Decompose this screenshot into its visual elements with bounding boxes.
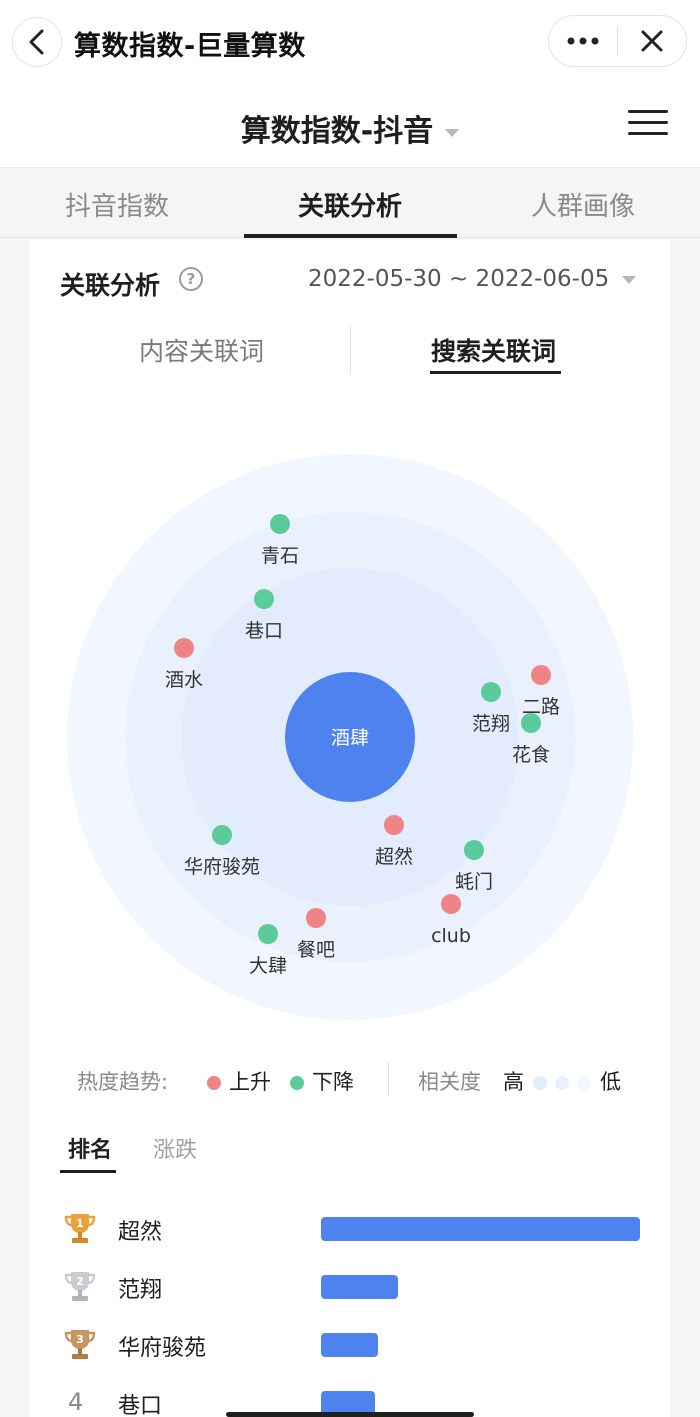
bubble-node-label: 蚝门: [455, 871, 493, 893]
bubble-node-label: 巷口: [245, 620, 283, 642]
tab-content-related-words[interactable]: 内容关联词: [139, 337, 265, 366]
bubble-node-label: 大肆: [249, 955, 287, 977]
rank-row[interactable]: 2 范翔: [30, 1266, 670, 1306]
rank-row[interactable]: 3 华府骏苑: [30, 1324, 670, 1364]
bubble-node-dot[interactable]: [306, 908, 326, 928]
legend: 热度趋势: 上升 下降 相关度 高 低: [30, 1058, 670, 1098]
bubble-node-dot[interactable]: [212, 825, 232, 845]
rank-name: 超然: [118, 1220, 163, 1245]
rank-row[interactable]: 4 巷口: [30, 1382, 670, 1417]
fall-dot-icon: [290, 1076, 304, 1090]
chevron-left-icon: [29, 29, 44, 55]
center-keyword-circle[interactable]: [285, 672, 415, 802]
legend-divider: [388, 1062, 389, 1096]
correlation-card: 关联分析 ? 2022-05-30 ~ 2022-06-05 内容关联词 搜索关…: [30, 240, 670, 1417]
rank-bar: [321, 1275, 398, 1299]
rank-bar: [321, 1217, 640, 1241]
tab-correlation-analysis[interactable]: 关联分析: [297, 192, 402, 222]
bubble-node-dot[interactable]: [174, 638, 194, 658]
capsule-divider: [617, 26, 618, 56]
legend-rise: 上升: [229, 1070, 271, 1094]
rank-name: 巷口: [118, 1394, 163, 1417]
close-button[interactable]: [618, 16, 686, 66]
bubble-node-label: 二路: [522, 696, 560, 718]
caret-down-icon: [445, 128, 460, 137]
silver-trophy-icon: 2: [64, 1272, 96, 1301]
close-icon: [641, 30, 663, 52]
legend-low: 低: [600, 1070, 621, 1094]
legend-fall: 下降: [312, 1070, 354, 1094]
active-subtab-indicator: [430, 371, 561, 374]
bubble-node-dot[interactable]: [441, 894, 461, 914]
relevance-high-dot-icon: [533, 1076, 547, 1090]
rank-number: 3: [76, 1333, 84, 1346]
bubble-node-dot[interactable]: [481, 682, 501, 702]
bubble-node-label: 华府骏苑: [184, 856, 260, 878]
rank-number: 1: [76, 1217, 84, 1230]
bubble-node-dot[interactable]: [521, 713, 541, 733]
rank-name: 范翔: [118, 1278, 163, 1303]
back-button[interactable]: [12, 17, 62, 67]
active-rank-tab-indicator: [60, 1170, 116, 1173]
rank-bar: [321, 1333, 378, 1357]
bubble-node-label: 范翔: [472, 713, 510, 735]
bubble-node-label: 超然: [375, 846, 413, 868]
bubble-node-label: 青石: [261, 545, 299, 567]
tab-douyin-index[interactable]: 抖音指数: [64, 192, 169, 222]
caret-down-icon[interactable]: [622, 276, 636, 284]
bubble-node-label: 酒水: [165, 669, 203, 691]
help-icon[interactable]: ?: [179, 267, 203, 291]
rank-name: 华府骏苑: [118, 1336, 207, 1361]
gold-trophy-icon: 1: [64, 1214, 96, 1243]
window-title: 算数指数-巨量算数: [74, 31, 306, 62]
bubble-node-dot[interactable]: [258, 924, 278, 944]
home-indicator: [226, 1412, 474, 1417]
bubble-node-dot[interactable]: [464, 840, 484, 860]
mini-program-title-bar: 算数指数-巨量算数: [0, 0, 700, 86]
bronze-trophy-icon: 3: [64, 1330, 96, 1359]
date-range-picker[interactable]: 2022-05-30 ~ 2022-06-05: [308, 266, 610, 292]
active-tab-indicator: [244, 234, 457, 238]
card-title: 关联分析: [60, 271, 161, 300]
center-keyword-label: 酒肆: [331, 727, 369, 749]
sub-tab-divider: [350, 326, 351, 374]
more-dots-icon: [567, 37, 599, 45]
bubble-node-label: club: [431, 925, 471, 947]
bubble-node-dot[interactable]: [531, 665, 551, 685]
bubble-node-dot[interactable]: [254, 589, 274, 609]
rank-bar: [321, 1391, 375, 1415]
main-tabs: 抖音指数 关联分析 人群画像: [0, 168, 700, 238]
page-header: 算数指数-抖音: [0, 86, 700, 168]
tab-ranking[interactable]: 排名: [68, 1138, 113, 1163]
menu-line-icon: [628, 110, 668, 113]
more-button[interactable]: [549, 16, 617, 66]
rank-row[interactable]: 1 超然: [30, 1208, 670, 1248]
platform-selector[interactable]: 算数指数-抖音: [0, 106, 700, 150]
legend-high: 高: [503, 1070, 524, 1094]
rank-number: 2: [76, 1275, 84, 1288]
hamburger-menu-button[interactable]: [628, 110, 668, 142]
tab-search-related-words[interactable]: 搜索关联词: [431, 337, 557, 366]
tab-change[interactable]: 涨跌: [153, 1138, 198, 1163]
menu-line-icon: [628, 132, 668, 135]
page-title: 算数指数-抖音: [240, 114, 434, 149]
relevance-low-dot-icon: [577, 1076, 591, 1090]
bubble-node-label: 花食: [512, 744, 550, 766]
capsule-menu: [548, 15, 687, 67]
tab-audience-profile[interactable]: 人群画像: [530, 192, 635, 222]
bubble-node-label: 餐吧: [297, 939, 335, 961]
rise-dot-icon: [207, 1076, 221, 1090]
legend-heat-label: 热度趋势:: [77, 1070, 169, 1094]
relevance-mid-dot-icon: [555, 1076, 569, 1090]
legend-relevance-label: 相关度: [418, 1070, 481, 1094]
bubble-node-dot[interactable]: [384, 815, 404, 835]
rank-number: 4: [68, 1388, 84, 1416]
menu-line-icon: [628, 121, 668, 124]
bubble-node-dot[interactable]: [270, 514, 290, 534]
